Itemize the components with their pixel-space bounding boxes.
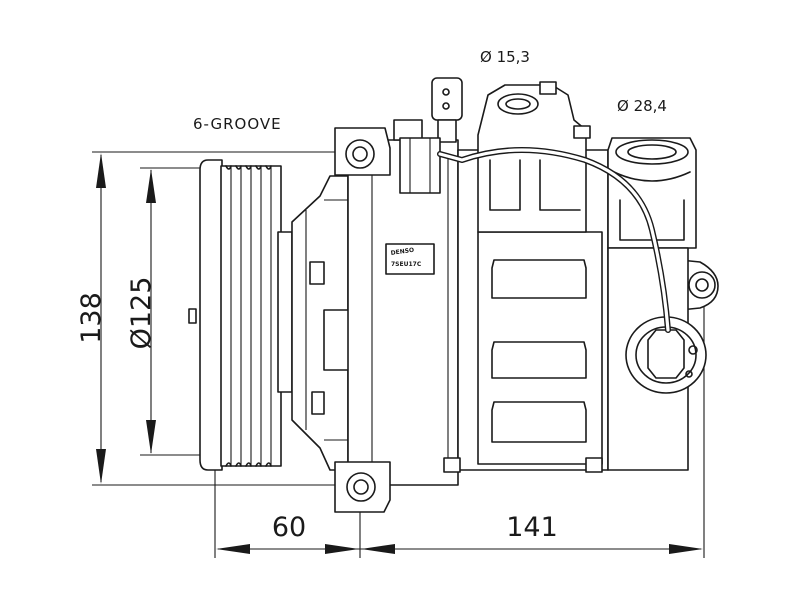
height-138-label: 138 — [76, 292, 107, 344]
pulley-diameter-label: Ø125 — [126, 277, 157, 350]
dimension-height-138: 138 — [76, 151, 340, 486]
denso-label-plate — [385, 243, 435, 275]
port-small — [477, 81, 591, 233]
dimension-pulley-diameter: Ø125 — [126, 167, 212, 456]
mounting-ear-top — [334, 127, 391, 176]
control-valve — [607, 247, 707, 471]
side-mounting-boss — [679, 259, 719, 311]
groove-label: 6-GROOVE — [193, 115, 282, 133]
mounting-ear-bottom — [334, 461, 391, 513]
width-60-label: 60 — [272, 512, 306, 543]
port-small-diameter-label: Ø 15,3 — [480, 48, 530, 66]
front-housing — [291, 175, 353, 471]
compressor-body: DENSO 7SEU17C — [347, 139, 459, 486]
electrical-connector — [393, 77, 463, 194]
model-code-label: 7SEU17C — [391, 261, 422, 268]
sensor-wire — [437, 147, 671, 333]
dimension-width: 60 141 — [214, 300, 705, 558]
port-large-diameter-label: Ø 28,4 — [617, 97, 667, 115]
brand-label: DENSO — [390, 247, 414, 257]
width-141-label: 141 — [506, 512, 558, 543]
pulley — [188, 159, 293, 471]
